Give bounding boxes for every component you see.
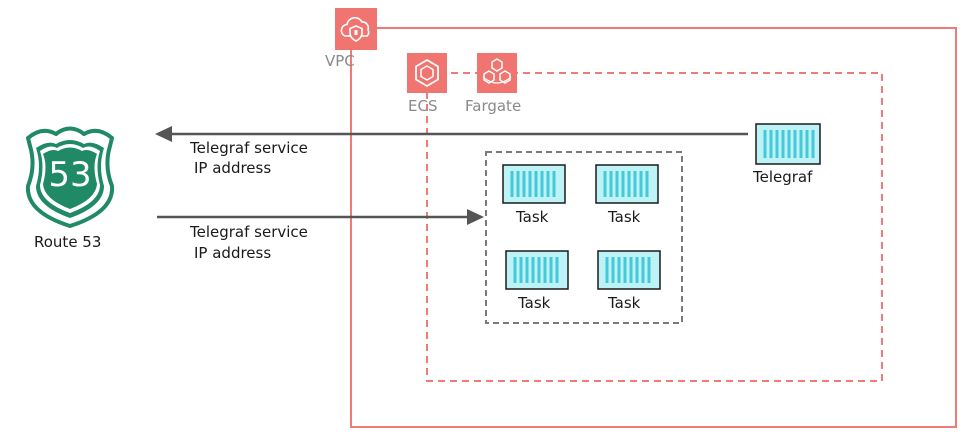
task-group-boundary bbox=[485, 151, 683, 324]
task-label: Task bbox=[518, 294, 551, 312]
task-label: Task bbox=[608, 208, 641, 226]
ecs-label: ECS bbox=[408, 97, 438, 115]
task-label: Task bbox=[608, 294, 641, 312]
task-label: Task bbox=[516, 208, 549, 226]
fargate-cubes-icon bbox=[477, 53, 517, 93]
route53-shield-number: 53 bbox=[48, 155, 92, 195]
arrow-top-label-line1: Telegraf service bbox=[190, 139, 308, 157]
ecs-hexagon-icon bbox=[407, 53, 447, 93]
vpc-label: VPC bbox=[325, 52, 355, 70]
fargate-label: Fargate bbox=[465, 97, 522, 115]
vpc-boundary bbox=[350, 27, 957, 428]
arrowhead-right bbox=[467, 209, 484, 225]
arrow-bottom-label-line2: IP address bbox=[194, 244, 272, 262]
task-container-icon bbox=[595, 164, 659, 208]
telegraf-label: Telegraf bbox=[753, 168, 813, 186]
ecs-fargate-boundary bbox=[426, 72, 883, 382]
telegraf-container-icon bbox=[755, 123, 821, 169]
arrow-bottom-label-line1: Telegraf service bbox=[190, 223, 308, 241]
task-container-icon bbox=[502, 164, 566, 208]
route53-shield-icon: 53 bbox=[20, 122, 120, 232]
task-container-icon bbox=[505, 250, 569, 294]
task-container-icon bbox=[597, 250, 661, 294]
route53-label: Route 53 bbox=[34, 233, 102, 251]
vpc-cloud-shield-icon bbox=[335, 8, 377, 50]
arrowhead-left bbox=[155, 126, 172, 142]
arrow-top-label-line2: IP address bbox=[194, 159, 272, 177]
